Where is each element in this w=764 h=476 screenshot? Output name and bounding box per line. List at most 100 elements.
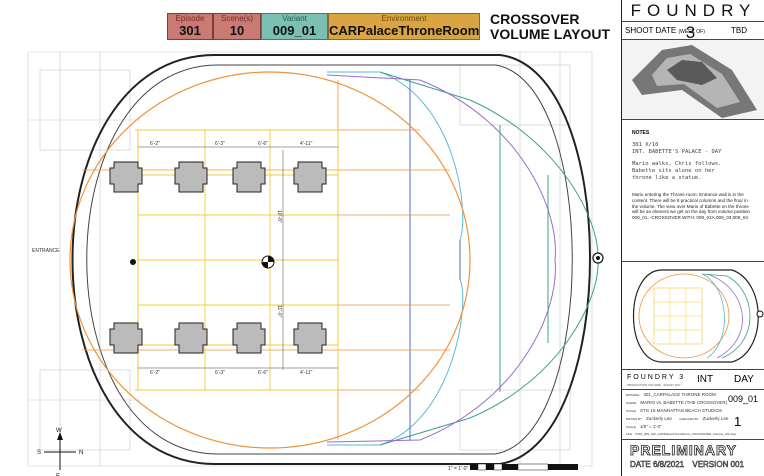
logo-text: FOUNDRY 3 bbox=[630, 1, 757, 42]
shoot-date-box: SHOOT DATE (WEEK OF) TBD bbox=[622, 22, 764, 40]
environment-cell: Environment CARPalaceThroneRoom bbox=[328, 13, 480, 40]
render-thumbnail bbox=[622, 40, 764, 120]
compass-n: N bbox=[79, 450, 83, 456]
dim-top-2: 6'-3" bbox=[215, 141, 225, 147]
center-marker bbox=[261, 255, 275, 269]
mini-plan bbox=[633, 269, 764, 363]
info-row-2-value: MARIO vs. BABETTE (THE CROSSOVER) bbox=[640, 400, 728, 405]
date-version: DATE 6/8/2021 VERSION 001 bbox=[630, 460, 744, 470]
column-bottom-3 bbox=[232, 322, 266, 354]
compass-e: E bbox=[56, 474, 60, 476]
info-row-2-label: SCENE bbox=[626, 401, 637, 405]
dim-bottom-3: 6'-6" bbox=[258, 370, 268, 376]
variant-value: 009_01 bbox=[272, 23, 317, 38]
column-top-2 bbox=[174, 161, 208, 193]
info-box-top: FOUNDRY 3 PRODUCTION VOLUME · SHOOT DAY … bbox=[622, 370, 764, 390]
info-row-5-label: SCALE bbox=[626, 425, 636, 429]
scene-cell: Scene(s) 10 bbox=[213, 13, 261, 40]
version-value: 001 bbox=[730, 460, 744, 470]
tb-logo: FOUNDRY 3 bbox=[627, 374, 686, 381]
logo-box: FOUNDRY 3 bbox=[622, 0, 764, 42]
script-excerpt: 301 X/10 INT. BABETTE'S PALACE - DAY Mar… bbox=[632, 142, 755, 182]
shoot-date-value: TBD bbox=[731, 26, 747, 35]
drawn-by-label: DRAWN BY bbox=[626, 417, 643, 421]
dim-top-1: 6'-2" bbox=[150, 141, 160, 147]
variant-label: Variant bbox=[282, 14, 307, 23]
episode-label: Episode bbox=[175, 14, 205, 23]
info-row-3-label: STAGE bbox=[626, 409, 636, 413]
floor-plan: 6'-2" 6'-3" 6'-6" 4'-11" 6'-2" 6'-3" 6'-… bbox=[27, 51, 604, 476]
preliminary-stamp: PRELIMINARY bbox=[630, 442, 737, 459]
environment-value: CARPalaceThroneRoom bbox=[329, 23, 480, 38]
scale-text: 1" = 1'-0" bbox=[448, 466, 468, 472]
stage-outline-inner bbox=[86, 64, 573, 455]
info-row-6-label: FILE bbox=[626, 432, 633, 436]
int-ext: INT bbox=[697, 374, 714, 385]
dim-bottom-1: 6'-2" bbox=[150, 370, 160, 376]
shoot-date-label: SHOOT DATE bbox=[625, 26, 677, 35]
tb-logo-sub: PRODUCTION VOLUME · SHOOT DAY bbox=[627, 383, 681, 387]
dim-bottom-4: 4'-11" bbox=[300, 370, 313, 376]
background-structure bbox=[27, 51, 593, 467]
episode-cell: Episode 301 bbox=[167, 13, 213, 40]
dim-top-4: 4'-11" bbox=[300, 141, 313, 147]
script-line-6: throne like a statue. bbox=[632, 175, 702, 181]
info-row-6-value: P301_009_010_CARPalaceThroneRoom_CROSSOV… bbox=[635, 432, 736, 436]
environment-label: Environment bbox=[381, 14, 427, 23]
dim-vertical-bottom: 11'-0" bbox=[276, 305, 282, 318]
info-row-3-value: STG 15 MANHATTAN BEACH STUDIOS bbox=[639, 408, 723, 413]
drawn-by-value: Zuckerly Lee bbox=[646, 416, 672, 421]
notes-heading: NOTES bbox=[632, 130, 650, 136]
info-row-5-value: 1/8" = 1'-0" bbox=[639, 424, 662, 429]
purple-wall-lower bbox=[326, 259, 556, 443]
render-image bbox=[632, 45, 757, 118]
preliminary-box: PRELIMINARY DATE 6/8/2021 VERSION 001 bbox=[622, 440, 764, 476]
date-value: 6/8/2021 bbox=[652, 460, 685, 470]
column-top-1 bbox=[109, 161, 143, 193]
day-night: DAY bbox=[734, 374, 754, 385]
script-line-5: Babette sits alone on her bbox=[632, 168, 715, 174]
title-block: FOUNDRY 3 SHOOT DATE (WEEK OF) TBD NOTES… bbox=[621, 0, 764, 476]
column-bottom-2 bbox=[174, 322, 208, 354]
date-label: DATE bbox=[630, 460, 651, 470]
variant-cell: Variant 009_01 bbox=[261, 13, 328, 40]
dim-vertical-top: 10'-8" bbox=[276, 210, 282, 223]
dim-top-3: 6'-6" bbox=[258, 141, 268, 147]
script-line-2: INT. BABETTE'S PALACE - DAY bbox=[632, 149, 722, 155]
volume-ellipse bbox=[69, 71, 471, 449]
compass-s: S bbox=[37, 450, 41, 456]
shoot-date-sub: (WEEK OF) bbox=[678, 29, 705, 35]
mini-plan-box bbox=[622, 262, 764, 370]
scene-label: Scene(s) bbox=[220, 14, 253, 23]
sheet-title-line1: CROSSOVER bbox=[490, 11, 580, 27]
entrance-label: ENTRANCE bbox=[32, 248, 60, 254]
column-top-3 bbox=[232, 161, 266, 193]
practical-columns bbox=[109, 161, 327, 354]
info-row-1-value: 301_CARPALACE THRONE ROOM bbox=[643, 392, 716, 397]
stage-outline-outer bbox=[71, 54, 591, 465]
info-row-1-label: EPISODE bbox=[626, 393, 640, 397]
sheet-title: CROSSOVER VOLUME LAYOUT bbox=[490, 12, 610, 42]
purple-wall bbox=[326, 74, 556, 261]
notes-box: NOTES 301 X/10 INT. BABETTE'S PALACE - D… bbox=[622, 120, 764, 262]
column-bottom-4 bbox=[293, 322, 327, 354]
column-top-4 bbox=[293, 161, 327, 193]
script-line-1: 301 X/10 bbox=[632, 142, 659, 148]
script-line-4: Mario walks, Chris follows. bbox=[632, 161, 722, 167]
checked-by-label: CHECKED BY bbox=[679, 417, 699, 421]
tb-variant: 009_01 bbox=[728, 394, 759, 404]
dim-bottom-2: 6'-3" bbox=[215, 370, 225, 376]
compass-w: W bbox=[56, 428, 62, 434]
episode-value: 301 bbox=[179, 23, 201, 38]
cyan-wall-lower bbox=[327, 279, 464, 446]
throne-marker bbox=[592, 252, 604, 264]
scene-value: 10 bbox=[229, 23, 245, 38]
tb-sheet: 1 bbox=[734, 414, 742, 429]
checked-by-value: Zuckerly Lee bbox=[702, 416, 729, 421]
